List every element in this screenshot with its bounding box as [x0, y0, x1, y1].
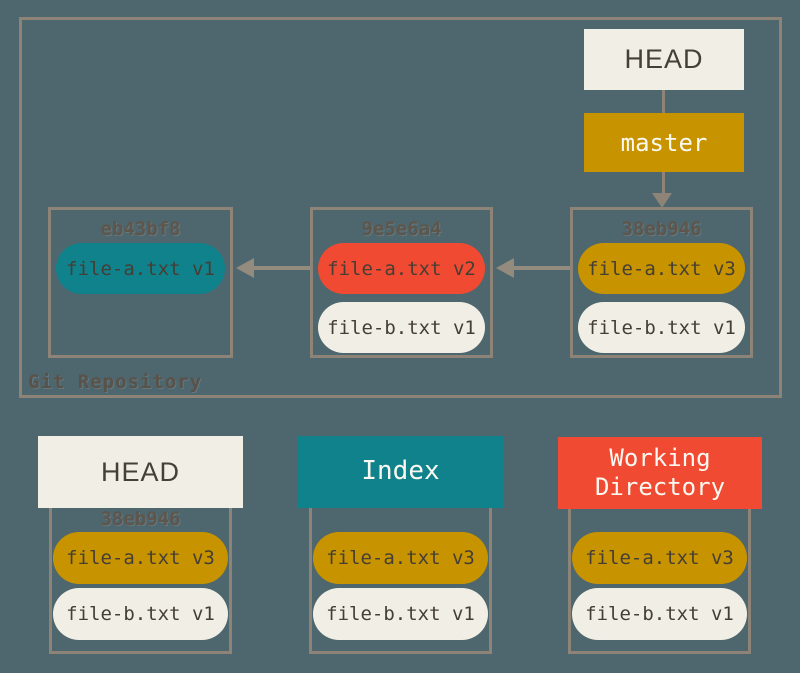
commit-hash: eb43bf8 [100, 218, 181, 240]
commit2-to-commit1-line [252, 266, 310, 270]
file-pill: file-b.txt v1 [578, 302, 745, 353]
commit-box-eb43bf8: eb43bf8 file-a.txt v1 [48, 207, 233, 358]
master-to-commit-line [662, 172, 665, 194]
index-area-header: Index [298, 436, 503, 508]
file-pill: file-b.txt v1 [318, 302, 485, 353]
commit-hash: 9e5e6a4 [361, 218, 442, 240]
git-repository-box [19, 17, 782, 398]
commit-box-9e5e6a4: 9e5e6a4 file-a.txt v2 file-b.txt v1 [310, 207, 493, 358]
master-to-commit-arrowhead-icon [652, 193, 672, 208]
head-area-header: HEAD [38, 436, 243, 508]
git-repository-label: Git Repository [28, 371, 203, 393]
file-pill: file-b.txt v1 [313, 588, 488, 640]
file-pill: file-a.txt v3 [313, 532, 488, 584]
file-pill: file-b.txt v1 [53, 588, 228, 640]
commit-hash: 38eb946 [621, 218, 702, 240]
commit3-to-commit2-arrowhead-icon [496, 258, 514, 278]
head-tree-commit-hash: 38eb946 [100, 508, 181, 530]
file-pill: file-a.txt v2 [318, 243, 485, 294]
file-pill: file-a.txt v1 [56, 243, 225, 294]
file-pill: file-b.txt v1 [572, 588, 747, 640]
working-directory-area-header: Working Directory [558, 437, 762, 509]
file-pill: file-a.txt v3 [53, 532, 228, 584]
head-to-master-line [662, 90, 665, 113]
master-branch-box: master [584, 113, 744, 172]
commit-box-38eb946: 38eb946 file-a.txt v3 file-b.txt v1 [570, 207, 753, 358]
commit2-to-commit1-arrowhead-icon [236, 258, 254, 278]
file-pill: file-a.txt v3 [572, 532, 747, 584]
commit3-to-commit2-line [512, 266, 570, 270]
head-pointer-box: HEAD [584, 29, 744, 90]
file-pill: file-a.txt v3 [578, 243, 745, 294]
